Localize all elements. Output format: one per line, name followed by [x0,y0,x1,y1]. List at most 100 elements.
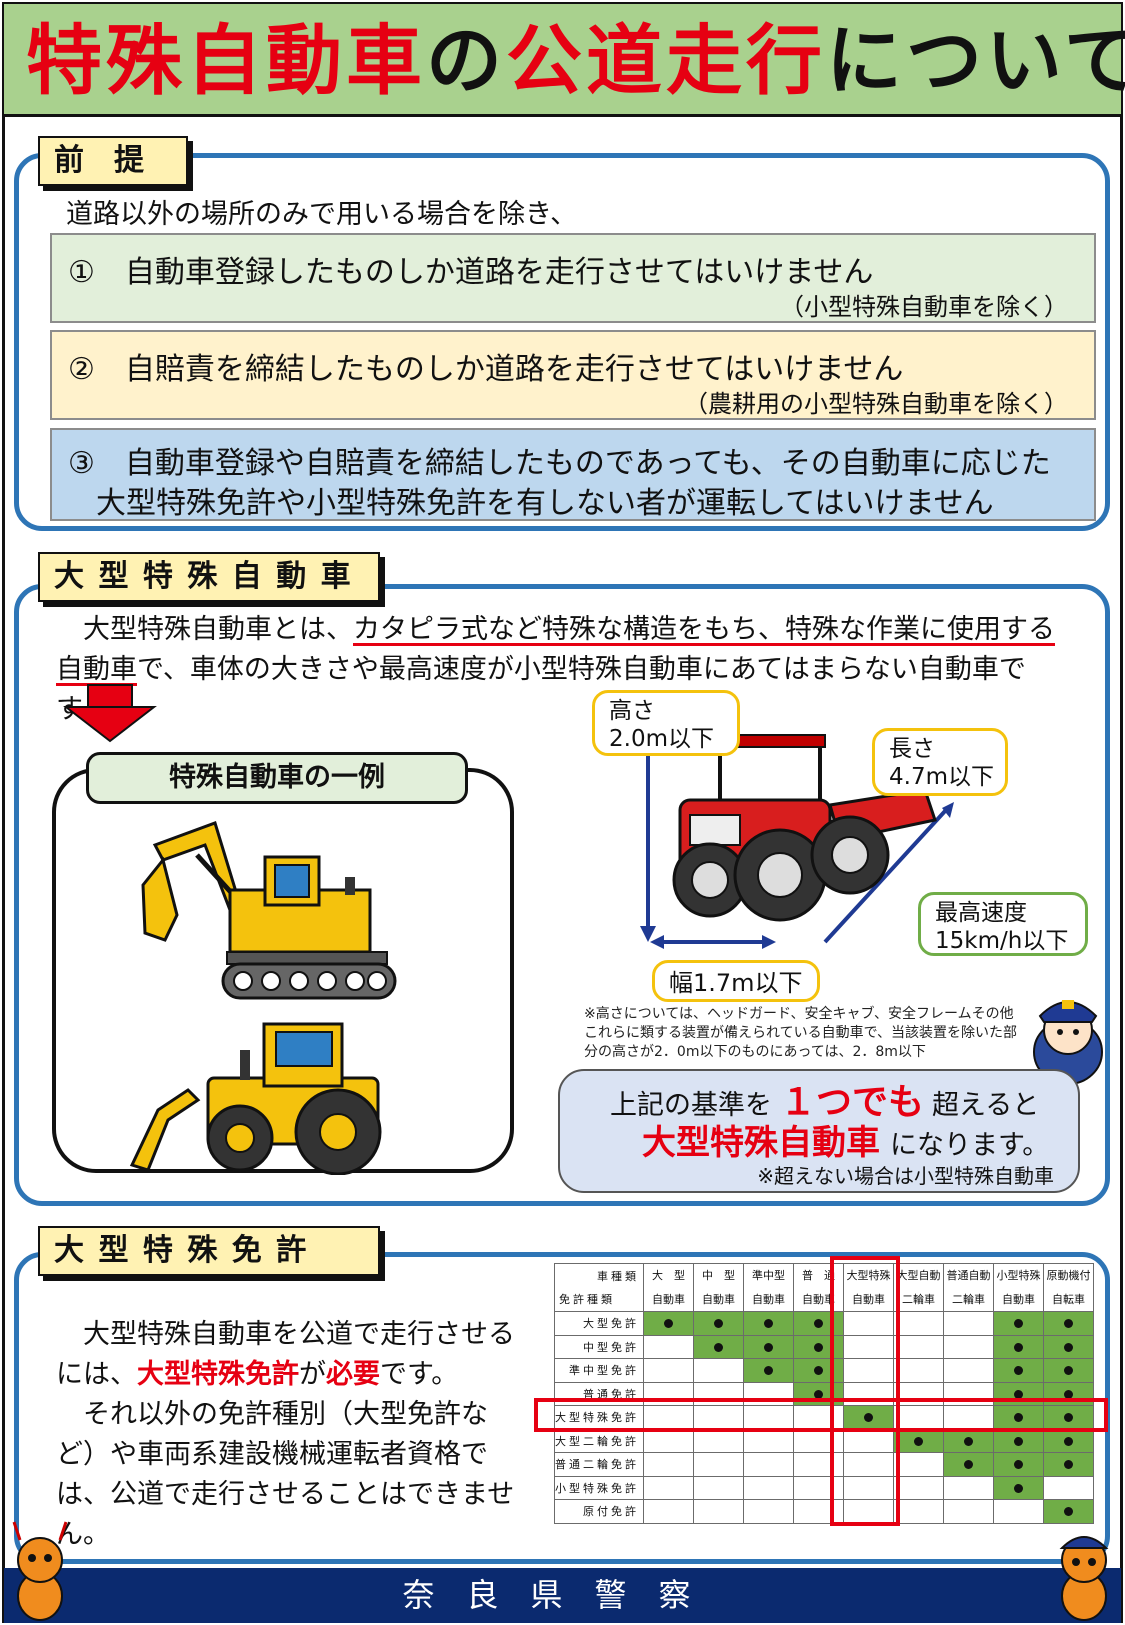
height-bubble: 高さ 2.0m以下 [592,690,740,756]
criteria-text-e: になります。 [890,1130,1050,1161]
desc-underline-work: 特殊な作業に使用する [785,614,1055,645]
not-permitted-cell [1043,1475,1094,1500]
criteria-text-c: 超えると [932,1090,1040,1121]
not-permitted-cell [793,1428,844,1453]
height-label: 高さ [609,698,655,724]
criteria-note: ※超えない場合は小型特殊自動車 [757,1164,1054,1188]
not-permitted-cell [843,1499,894,1524]
permitted-cell [743,1334,794,1359]
not-permitted-cell [643,1499,694,1524]
example-label: 特殊自動車の一例 [86,752,468,804]
desc-underline-vehicle: 自動車 [56,654,137,685]
not-permitted-cell [693,1499,744,1524]
not-permitted-cell [693,1428,744,1453]
not-permitted-cell [893,1334,944,1359]
speed-label: 最高速度 [935,900,1027,926]
permitted-dot-icon [1014,1413,1023,1423]
column-header-8-line-2: 自転車 [1043,1287,1094,1312]
permitted-dot-icon [714,1342,723,1352]
not-permitted-cell [743,1428,794,1453]
table-header-row-2: 免許種類 自動車自動車自動車自動車自動車二輪車二輪車自動車自転車 [554,1287,1094,1312]
desc-part-a: 大型特殊自動車とは、 [56,614,353,645]
not-permitted-cell [993,1499,1044,1524]
speed-bubble: 最高速度 15km/h以下 [918,892,1088,956]
permitted-dot-icon [1064,1413,1073,1423]
length-label: 長さ [889,736,935,762]
column-header-5-line-1: 大型自動 [893,1263,944,1288]
permitted-dot-icon [1064,1460,1073,1470]
permitted-dot-icon [764,1366,773,1376]
not-permitted-cell [843,1311,894,1336]
large-special-description: 大型特殊自動車とは、カタピラ式など特殊な構造をもち、特殊な作業に使用する自動車で… [56,610,1056,730]
rule-1-note: （小型特殊自動車を除く） [780,293,1068,321]
rule-2-text: ② 自賠責を締結したものしか道路を走行させてはいけません [68,352,904,387]
premise-intro: 道路以外の場所のみで用いる場合を除き、 [66,199,578,230]
footer-bar: 奈良県警察 [4,1568,1121,1623]
footer-agency: 奈良県警察 [402,1576,723,1614]
length-value: 4.7m以下 [889,764,994,790]
desc-part-b: で、車体の大きさや最高速度が小型特殊自動車にあてはまらない自動車です。 [56,654,1026,725]
permitted-dot-icon [664,1319,673,1329]
permitted-dot-icon [814,1389,823,1399]
permitted-dot-icon [964,1460,973,1470]
license-type-cell: 普通二輪免許 [554,1452,644,1477]
excavator-icon [141,821,397,1000]
permitted-dot-icon [914,1436,923,1446]
column-header-0-line-1: 大 型 [643,1263,694,1288]
not-permitted-cell [743,1452,794,1477]
column-header-0-line-2: 自動車 [643,1287,694,1312]
license-explanation: 大型特殊自動車を公道で走行させるには、大型特殊免許が必要です。 それ以外の免許種… [56,1315,526,1555]
permitted-dot-icon [964,1436,973,1446]
height-value: 2.0m以下 [609,726,714,752]
permitted-cell [943,1452,994,1477]
rule-3-box: ③ 自動車登録や自賠責を締結したものであっても、その自動車に応じた 大型特殊免許… [50,428,1096,521]
table-header-row-1: 車種類 大 型中 型準中型普 通大型特殊大型自動普通自動小型特殊原動機付 [554,1263,1094,1288]
not-permitted-cell [693,1475,744,1500]
license-p1-ga: が [299,1359,326,1390]
width-arrow-icon [650,935,776,949]
license-type-cell: 中型免許 [554,1334,644,1359]
not-permitted-cell [793,1452,844,1477]
license-vehicle-table: 車種類 大 型中 型準中型普 通大型特殊大型自動普通自動小型特殊原動機付 免許種… [554,1263,1094,1524]
mascot-right-icon [1059,1536,1109,1621]
permitted-cell [1043,1499,1094,1524]
not-permitted-cell [693,1452,744,1477]
table-corner-bottom: 免許種類 [554,1287,644,1312]
not-permitted-cell [943,1334,994,1359]
permitted-cell [1043,1334,1094,1359]
column-header-6-line-2: 二輪車 [943,1287,994,1312]
permitted-cell [693,1311,744,1336]
large-special-row-highlight [534,1398,1108,1432]
not-permitted-cell [893,1499,944,1524]
permitted-dot-icon [1014,1389,1023,1399]
not-permitted-cell [943,1475,994,1500]
large-special-label: 大 型 特 殊 自 動 車 [38,552,380,602]
permitted-dot-icon [1014,1436,1023,1446]
rule-1-box: ① 自動車登録したものしか道路を走行させてはいけません （小型特殊自動車を除く） [50,233,1096,323]
license-type-cell: 準中型免許 [554,1358,644,1383]
not-permitted-cell [893,1452,944,1477]
permitted-dot-icon [1064,1366,1073,1376]
title-bar: 特殊自動車の公道走行について [4,4,1125,117]
permitted-cell [743,1358,794,1383]
not-permitted-cell [643,1452,694,1477]
not-permitted-cell [843,1475,894,1500]
column-header-4-line-1: 大型特殊 [843,1263,894,1288]
permitted-cell [993,1452,1044,1477]
table-row: 大型免許 [554,1311,1094,1336]
page-title: 特殊自動車の公道走行について [26,16,1125,106]
large-special-column-highlight [830,1256,900,1526]
not-permitted-cell [943,1499,994,1524]
permitted-dot-icon [1014,1342,1023,1352]
table-row: 中型免許 [554,1334,1094,1359]
speed-value: 15km/h以下 [935,928,1069,954]
police-mascot-icon [1033,1000,1103,1085]
permitted-dot-icon [1014,1366,1023,1376]
license-p1-large-special: 大型特殊免許 [137,1359,299,1390]
not-permitted-cell [893,1475,944,1500]
permitted-dot-icon [1064,1319,1073,1329]
criteria-text-one: １つでも [780,1082,925,1123]
permitted-cell [743,1311,794,1336]
permitted-dot-icon [1064,1342,1073,1352]
